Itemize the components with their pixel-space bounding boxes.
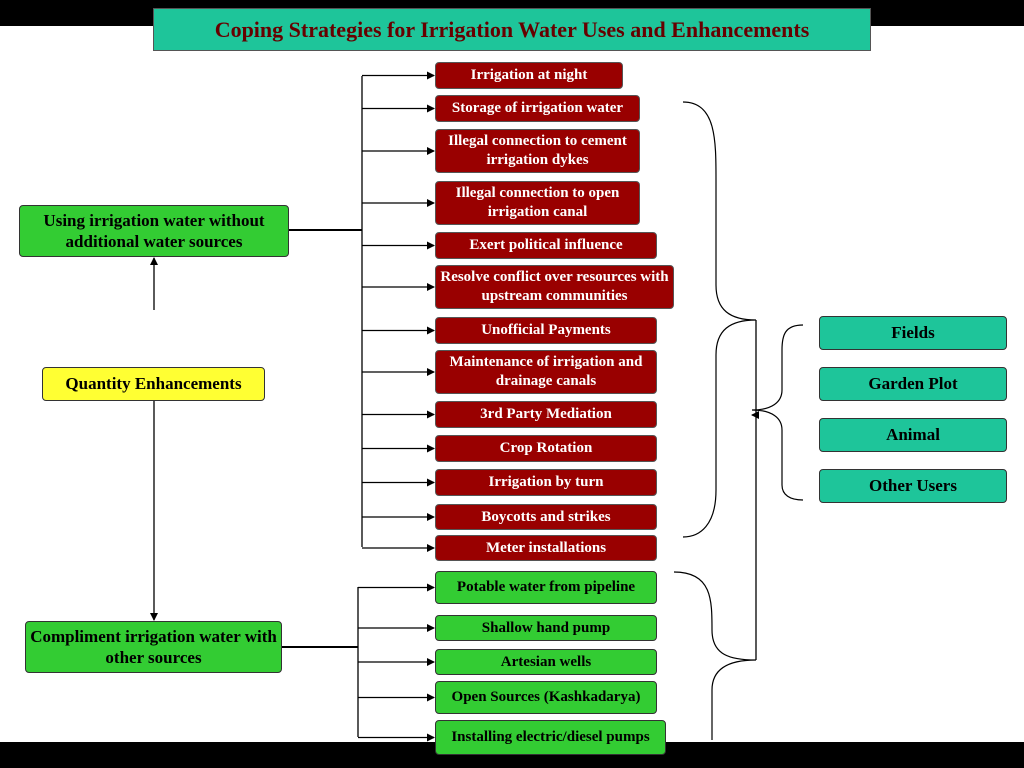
- strategy-artesian-wells: Artesian wells: [435, 649, 657, 675]
- strategy-crop-rotation: Crop Rotation: [435, 435, 657, 462]
- strategy-illegal-connection-dykes: Illegal connection to cement irrigation …: [435, 129, 640, 173]
- strategy-irrigation-by-turn: Irrigation by turn: [435, 469, 657, 496]
- strategy-maintenance-canals: Maintenance of irrigation and drainage c…: [435, 350, 657, 394]
- use-other-users: Other Users: [819, 469, 1007, 503]
- strategy-open-sources: Open Sources (Kashkadarya): [435, 681, 657, 714]
- strategy-exert-political-influence: Exert political influence: [435, 232, 657, 259]
- strategy-boycotts-and-strikes: Boycotts and strikes: [435, 504, 657, 530]
- strategy-illegal-connection-canal: Illegal connection to open irrigation ca…: [435, 181, 640, 225]
- strategy-resolve-conflict: Resolve conflict over resources with ups…: [435, 265, 674, 309]
- use-animal: Animal: [819, 418, 1007, 452]
- node-quantity-enhancements: Quantity Enhancements: [42, 367, 265, 401]
- node-compliment-irrigation-water: Compliment irrigation water with other s…: [25, 621, 282, 673]
- node-using-irrigation-water: Using irrigation water without additiona…: [19, 205, 289, 257]
- strategy-3rd-party-mediation: 3rd Party Mediation: [435, 401, 657, 428]
- strategy-irrigation-at-night: Irrigation at night: [435, 62, 623, 89]
- strategy-storage-of-irrigation-water: Storage of irrigation water: [435, 95, 640, 122]
- strategy-meter-installations: Meter installations: [435, 535, 657, 561]
- use-garden-plot: Garden Plot: [819, 367, 1007, 401]
- strategy-unofficial-payments: Unofficial Payments: [435, 317, 657, 344]
- page-title: Coping Strategies for Irrigation Water U…: [153, 8, 871, 51]
- strategy-potable-water-pipeline: Potable water from pipeline: [435, 571, 657, 604]
- strategy-electric-diesel-pumps: Installing electric/diesel pumps: [435, 720, 666, 755]
- use-fields: Fields: [819, 316, 1007, 350]
- strategy-shallow-hand-pump: Shallow hand pump: [435, 615, 657, 641]
